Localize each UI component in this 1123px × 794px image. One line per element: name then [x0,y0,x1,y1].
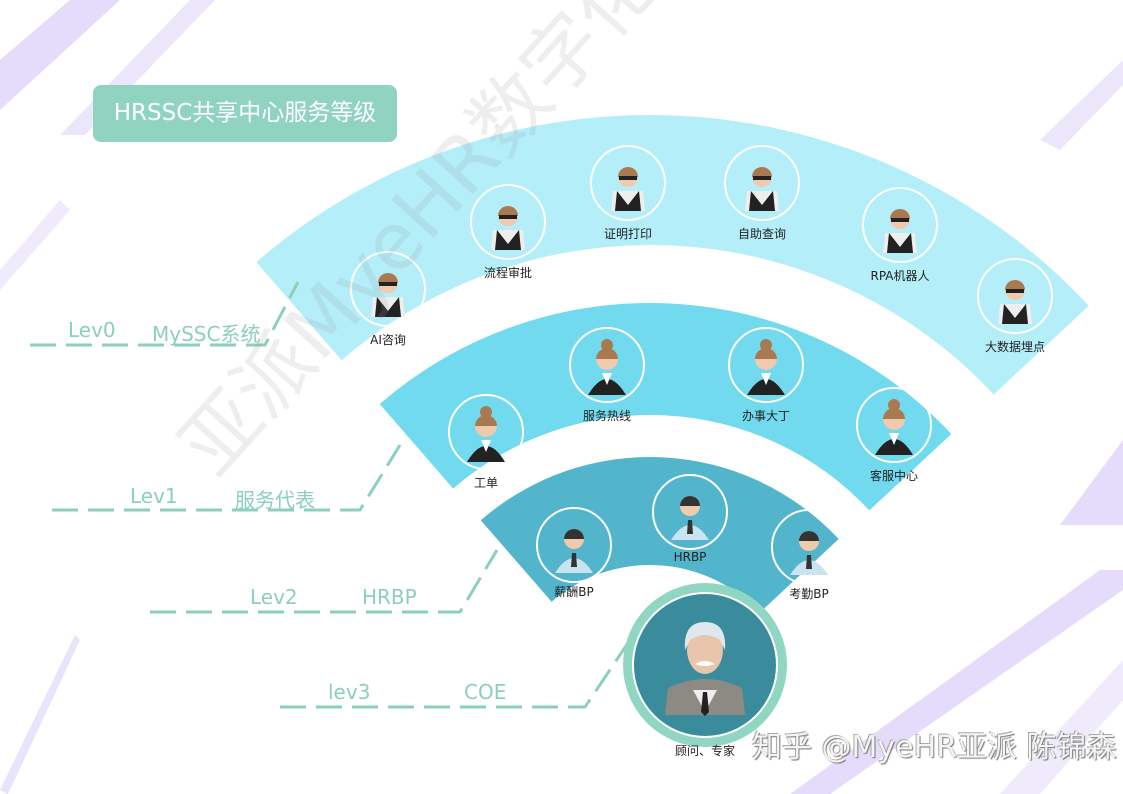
person-label: 自助查询 [737,227,787,241]
person-node [856,387,932,463]
level-1-name: 服务代表 [235,488,315,512]
person-node [652,474,728,550]
male-glasses-avatar-icon [491,206,525,250]
person-node [590,145,666,221]
person-label: HRBP [673,550,707,564]
avatar-ring [771,509,847,585]
avatar-ring [652,474,728,550]
elder-expert-avatar-icon [665,622,745,716]
avatar-ring [536,507,612,583]
person-node [771,509,847,585]
level-1-label: Lev1 [130,484,178,508]
male-tie-avatar-icon [790,531,828,575]
person-label: 流程审批 [483,266,533,280]
person-label: 证明打印 [603,227,653,241]
avatar-ring [724,145,800,221]
level-3-leader-line [280,639,632,709]
male-tie-avatar-icon [555,529,593,573]
male-glasses-avatar-icon [883,209,917,253]
ring-level-1 [379,303,952,511]
male-glasses-avatar-icon [611,167,645,211]
avatar-ring [728,327,804,403]
person-node [569,327,645,403]
level-2-name: HRBP [362,585,417,609]
avatar-ring [977,258,1053,334]
person-label: 考勤BP [789,587,829,601]
avatar-ring [448,394,524,470]
avatar-ring [856,387,932,463]
male-glasses-avatar-icon [998,280,1032,324]
male-tie-avatar-icon [671,496,709,540]
male-glasses-avatar-icon [745,167,779,211]
level-0-name: MySSC系统 [152,322,261,346]
person-node [724,145,800,221]
person-label: 服务热线 [582,409,632,423]
person-node [448,394,524,470]
person-label: 大数据埋点 [984,340,1046,354]
avatar-ring [590,145,666,221]
level-1-leader-line [52,444,402,512]
person-node [350,251,426,327]
center-node [623,583,787,747]
avatar-ring [470,184,546,260]
avatar-ring [862,187,938,263]
person-label: RPA机器人 [870,269,930,283]
person-label: 办事大丁 [741,409,791,423]
female-avatar-icon [747,339,785,395]
person-node [470,184,546,260]
center-label: 顾问、专家 [674,744,736,758]
level-3-label: lev3 [328,680,371,704]
male-glasses-avatar-icon [371,273,405,317]
person-node [977,258,1053,334]
female-avatar-icon [875,399,913,455]
level-0-leader-line [30,281,300,347]
ring-level-0 [256,114,1089,395]
avatar-ring [350,251,426,327]
person-label: 薪酬BP [554,585,594,599]
female-avatar-icon [467,406,505,462]
person-node [728,327,804,403]
level-0-label: Lev0 [68,318,116,342]
credit-watermark: 知乎 @MyeHR亚派 陈锦森 [752,730,1117,765]
avatar-ring [569,327,645,403]
level-3-name: COE [464,680,507,704]
person-label: 客服中心 [869,469,919,483]
female-avatar-icon [588,339,626,395]
person-label: 工单 [473,476,499,490]
level-2-leader-line [150,549,499,614]
level-2-label: Lev2 [250,585,298,609]
diagram-title: HRSSC共享中心服务等级 [93,85,397,142]
person-label: AI咨询 [370,333,406,347]
person-node [536,507,612,583]
person-node [862,187,938,263]
